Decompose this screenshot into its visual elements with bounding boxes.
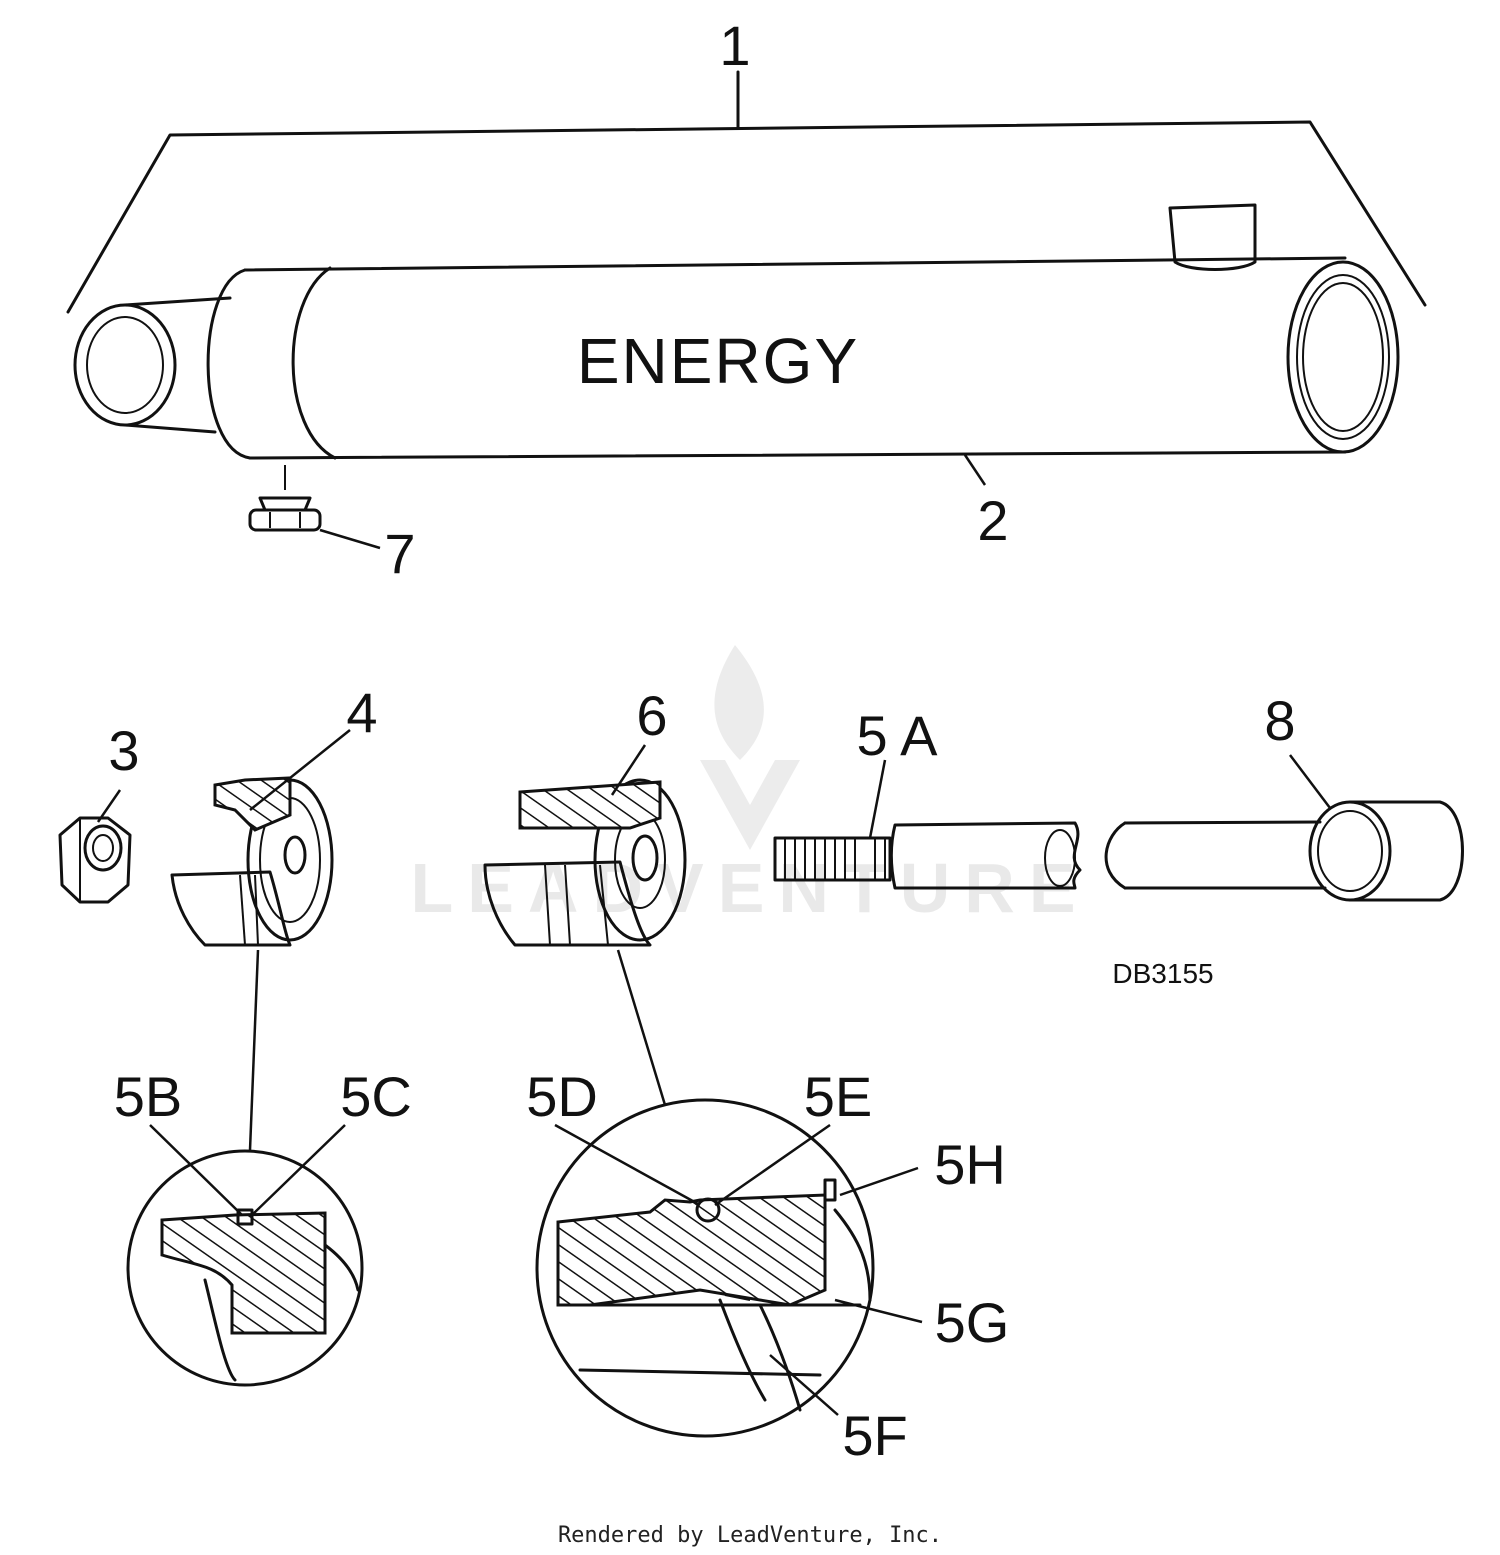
rod-thread <box>784 838 886 880</box>
callout-5a: 5 A <box>857 704 939 767</box>
callout-5e: 5E <box>804 1065 873 1128</box>
render-credit: Rendered by LeadVenture, Inc. <box>558 1523 942 1548</box>
callout-3: 3 <box>108 719 139 782</box>
bushing-part <box>1308 800 1464 902</box>
callout-5f: 5F <box>842 1404 907 1467</box>
callout-4: 4 <box>346 681 377 744</box>
callout-6: 6 <box>636 684 667 747</box>
gland-detail-circle <box>535 949 875 1438</box>
callout-5d: 5D <box>526 1065 598 1128</box>
callout-5h: 5H <box>934 1133 1006 1196</box>
callout-8: 8 <box>1264 689 1295 752</box>
callout-5g: 5G <box>935 1291 1010 1354</box>
fitting-part <box>248 465 322 532</box>
callout-1: 1 <box>719 14 750 77</box>
cylinder-barrel: ENERGY <box>73 203 1400 460</box>
cylinder-brand-label: ENERGY <box>577 325 859 397</box>
gland-part <box>483 778 687 947</box>
piston-rod-part <box>773 820 1327 890</box>
callout-2: 2 <box>977 489 1008 552</box>
piston-part <box>170 776 334 947</box>
assembly-bracket <box>66 70 1427 314</box>
drawing-code: DB3155 <box>1112 958 1213 989</box>
callout-5c: 5C <box>340 1065 412 1128</box>
hex-nut-part <box>58 816 132 904</box>
piston-detail-circle <box>126 949 364 1387</box>
callout-5b: 5B <box>114 1065 183 1128</box>
callout-7: 7 <box>384 522 415 585</box>
watermark: LEADVENTURE <box>410 645 1076 927</box>
